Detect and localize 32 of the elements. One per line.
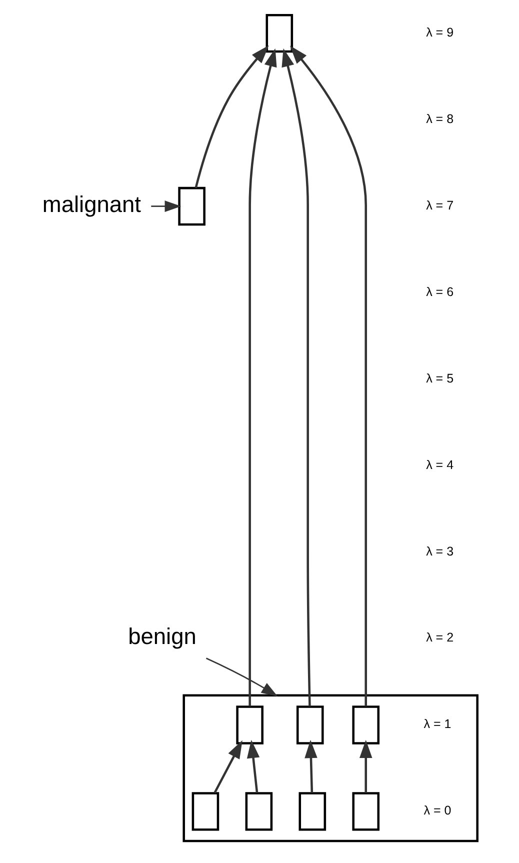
- arrow: [248, 48, 277, 706]
- node-box: [245, 792, 273, 831]
- label: λ = 7: [426, 198, 454, 212]
- arrow: [359, 740, 372, 793]
- node-text: malignant: [42, 190, 142, 217]
- arrow: [214, 740, 242, 794]
- node-box: [178, 186, 206, 226]
- arrow: [151, 200, 182, 212]
- node-box: [266, 14, 294, 53]
- cluster: [182, 694, 478, 842]
- node-box: [192, 792, 220, 831]
- label: λ = 2: [426, 630, 454, 645]
- label: λ = 8: [426, 112, 454, 126]
- node-box: [298, 792, 326, 831]
- label: λ = 3: [426, 544, 454, 558]
- node-box: [352, 792, 380, 831]
- node-box: [236, 706, 264, 744]
- node-text: benign: [128, 623, 196, 650]
- arrow: [246, 740, 260, 793]
- label: λ = 1: [424, 717, 452, 732]
- label: λ = 5: [426, 371, 454, 386]
- arrow: [206, 658, 278, 697]
- label: λ = 6: [426, 284, 454, 299]
- arrow: [194, 45, 269, 188]
- label: λ = 0: [424, 804, 452, 818]
- label: λ = 4: [426, 458, 454, 472]
- label: λ = 9: [426, 26, 454, 40]
- arrow: [282, 48, 311, 706]
- node-box: [352, 706, 380, 744]
- arrow: [304, 740, 318, 793]
- node-box: [296, 706, 324, 744]
- arrow: [290, 46, 367, 706]
